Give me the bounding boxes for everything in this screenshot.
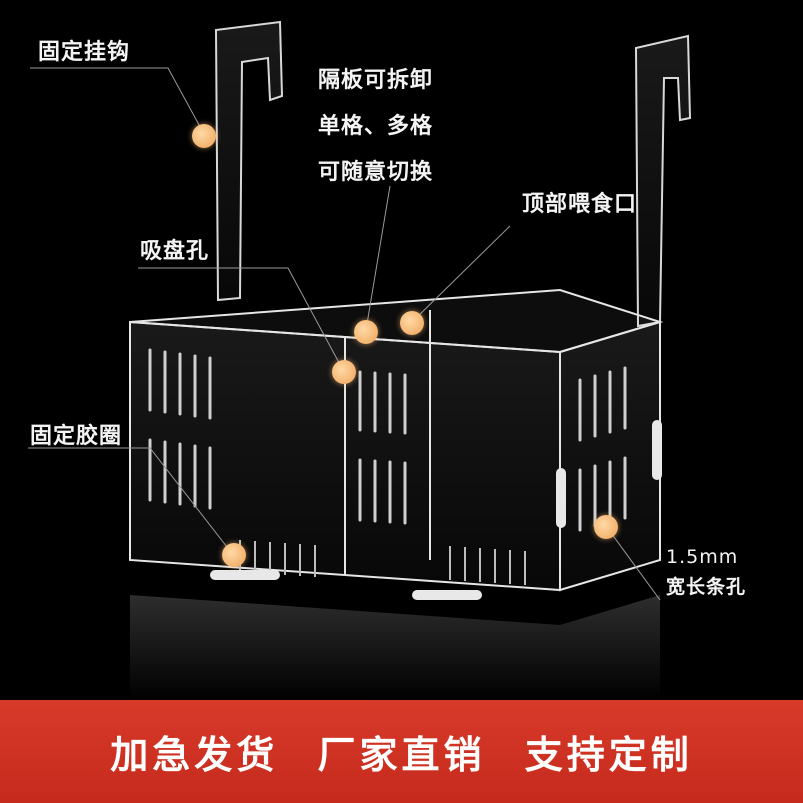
callout-dot-slot xyxy=(594,515,618,539)
callout-dot-feeding xyxy=(400,311,424,335)
hook-right xyxy=(634,34,692,328)
callout-dot-suction xyxy=(332,360,356,384)
slot-holes xyxy=(148,348,627,532)
promo-banner-text: 加急发货 厂家直销 支持定制 xyxy=(110,733,693,777)
label-slot-size: 1.5mm 宽长条孔 xyxy=(666,542,746,602)
label-suction-cup-hole: 吸盘孔 xyxy=(140,239,210,264)
hook-left xyxy=(214,20,284,302)
divider-line-2: 单格、多格 xyxy=(318,114,434,139)
callout-dot-divider xyxy=(354,320,378,344)
slot-size-text: 1.5mm xyxy=(666,546,739,568)
label-divider-detachable: 隔板可拆卸 单格、多格 可随意切换 xyxy=(318,58,433,196)
divider-line-3: 可随意切换 xyxy=(318,160,434,185)
promo-banner: 加急发货 厂家直销 支持定制 xyxy=(0,700,803,803)
slot-desc-text: 宽长条孔 xyxy=(666,576,747,598)
callout-dot-rubber xyxy=(222,543,246,567)
callout-dot-hook xyxy=(192,124,216,148)
box-body xyxy=(129,288,664,592)
label-top-feeding-port: 顶部喂食口 xyxy=(522,192,638,217)
rubber-clips xyxy=(210,420,662,600)
leader-lines xyxy=(28,67,661,601)
reflection xyxy=(130,595,660,700)
divider-line-1: 隔板可拆卸 xyxy=(318,68,434,93)
label-fixed-hook: 固定挂钩 xyxy=(38,40,131,65)
label-fixed-rubber-ring: 固定胶圈 xyxy=(30,424,123,449)
